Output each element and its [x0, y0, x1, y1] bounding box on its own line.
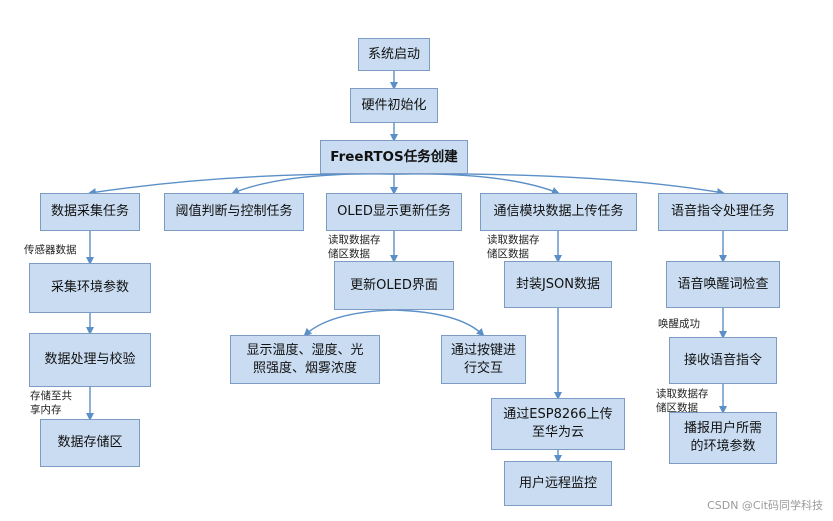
node-task-voice: 语音指令处理任务	[658, 193, 788, 231]
arrow-rtos-to-comm	[393, 173, 560, 195]
node-broadcast: 播报用户所需 的环境参数	[669, 412, 777, 464]
label-wake-success: 唤醒成功	[658, 318, 700, 330]
node-collect-env: 采集环境参数	[29, 263, 151, 313]
label-voice-read: 读取数据存 储区数据	[656, 388, 709, 414]
label-store-shared: 存储至共 享内存	[30, 390, 72, 416]
node-store-area: 数据存储区	[40, 419, 140, 467]
node-pack-json: 封装JSON数据	[504, 261, 612, 308]
node-oled-key: 通过按键进 行交互	[441, 335, 526, 384]
node-task-threshold: 阈值判断与控制任务	[164, 193, 304, 231]
label-oled-read: 读取数据存 储区数据	[328, 234, 381, 260]
label-comm-read: 读取数据存 储区数据	[487, 234, 540, 260]
node-oled-update: 更新OLED界面	[334, 261, 454, 310]
node-esp-upload: 通过ESP8266上传 至华为云	[491, 398, 625, 450]
arrow-update-to-show	[303, 309, 395, 337]
node-freertos-create: FreeRTOS任务创建	[320, 140, 468, 174]
arrow-rtos-to-voice	[393, 173, 725, 196]
node-wake-check: 语音唤醒词检查	[666, 261, 780, 308]
node-remote-monitor: 用户远程监控	[504, 461, 612, 506]
label-sensor-data: 传感器数据	[24, 244, 77, 256]
node-system-start: 系统启动	[358, 38, 430, 71]
node-oled-show: 显示温度、湿度、光 照强度、烟雾浓度	[230, 335, 380, 384]
node-task-collect: 数据采集任务	[40, 193, 140, 231]
node-task-oled: OLED显示更新任务	[326, 193, 462, 231]
arrow-update-to-key	[393, 309, 485, 337]
node-hardware-init: 硬件初始化	[350, 88, 438, 123]
node-task-comm: 通信模块数据上传任务	[480, 193, 637, 231]
node-recv-cmd: 接收语音指令	[669, 337, 777, 384]
watermark: CSDN @Cit码同学科技	[707, 499, 823, 512]
node-process-verify: 数据处理与校验	[29, 333, 151, 387]
